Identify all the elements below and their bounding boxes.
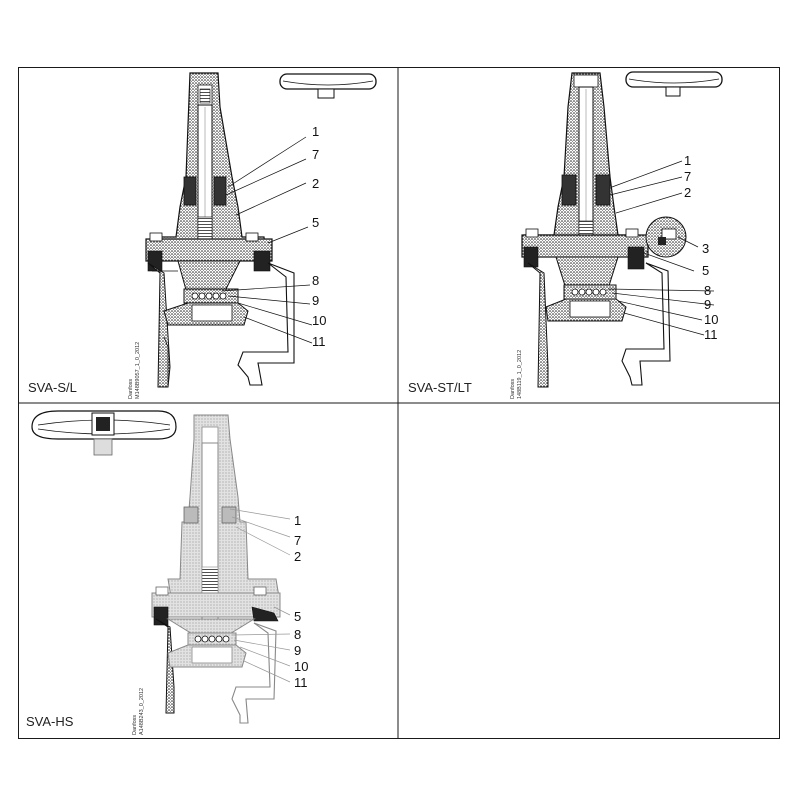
callout-7: 7 xyxy=(294,533,301,548)
callout-10: 10 xyxy=(704,312,718,327)
panel-title: SVA-ST/LT xyxy=(408,380,472,395)
callout-9: 9 xyxy=(704,297,711,312)
doc-code-top: Danfoss xyxy=(132,715,138,735)
doc-code-bottom: M148B9057_1_0_2012 xyxy=(135,342,141,399)
valve-section xyxy=(521,72,671,388)
callout-9: 9 xyxy=(312,293,319,308)
callout-5: 5 xyxy=(702,263,709,278)
callout-8: 8 xyxy=(312,273,319,288)
callout-10: 10 xyxy=(312,313,326,328)
callout-11: 11 xyxy=(294,675,308,690)
handwheel-top xyxy=(279,73,377,99)
callout-1: 1 xyxy=(312,124,319,139)
callout-2: 2 xyxy=(312,176,319,191)
callout-1: 1 xyxy=(684,153,691,168)
doc-code-bottom: 148B119_1_0_2012 xyxy=(517,350,523,399)
panel-title: SVA-S/L xyxy=(28,380,77,395)
callout-9: 9 xyxy=(294,643,301,658)
doc-code-bottom: A148B243_0_2012 xyxy=(139,688,145,735)
callout-11: 11 xyxy=(312,334,326,349)
valve-section xyxy=(151,414,281,724)
panel-sva-hs: 1 7 2 5 8 9 10 11 Danfoss A148B243_0_201… xyxy=(26,410,308,735)
callout-1: 1 xyxy=(294,513,301,528)
callout-11: 11 xyxy=(704,327,718,342)
callout-5: 5 xyxy=(294,609,301,624)
handwheel-top xyxy=(625,71,723,97)
callout-leaders xyxy=(607,160,715,336)
valve-figure: 1 7 2 5 8 9 10 11 Danfoss M148B9057_1_0_… xyxy=(18,67,780,739)
callout-3: 3 xyxy=(702,241,709,256)
panel-title: SVA-HS xyxy=(26,714,74,729)
handwheel-side xyxy=(31,410,177,456)
callout-7: 7 xyxy=(684,169,691,184)
callout-7: 7 xyxy=(312,147,319,162)
callout-10: 10 xyxy=(294,659,308,674)
figure-grid: 1 7 2 5 8 9 10 11 Danfoss M148B9057_1_0_… xyxy=(18,67,780,739)
callout-5: 5 xyxy=(312,215,319,230)
callout-8: 8 xyxy=(704,283,711,298)
panel-sva-st-lt: 1 7 2 3 5 8 9 10 11 Danfoss 148B119_1_0_… xyxy=(408,71,723,399)
callout-leaders xyxy=(221,136,313,344)
callout-2: 2 xyxy=(684,185,691,200)
callout-2: 2 xyxy=(294,549,301,564)
callout-leaders xyxy=(229,508,291,683)
callout-8: 8 xyxy=(294,627,301,642)
doc-code-top: Danfoss xyxy=(510,379,516,399)
detail-zoom-3 xyxy=(645,216,687,258)
valve-section xyxy=(145,72,295,388)
panel-sva-s-l: 1 7 2 5 8 9 10 11 Danfoss M148B9057_1_0_… xyxy=(28,72,377,399)
doc-code-top: Danfoss xyxy=(128,379,134,399)
